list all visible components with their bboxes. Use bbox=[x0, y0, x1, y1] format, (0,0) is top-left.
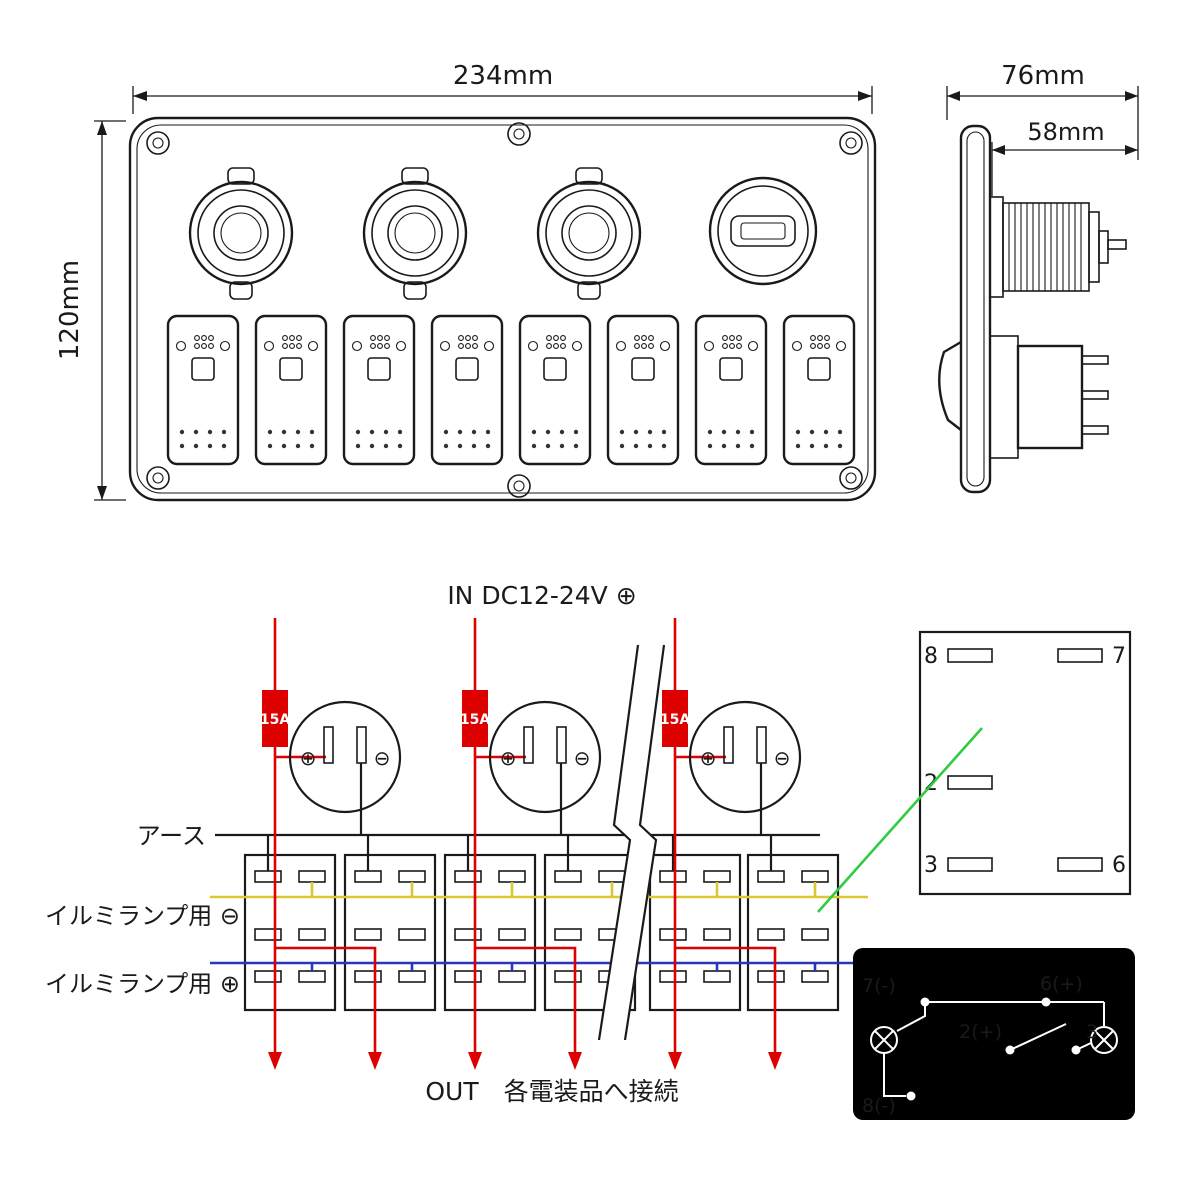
dimension-panel-width: 234mm bbox=[132, 61, 873, 114]
rocker-switch-5 bbox=[518, 314, 592, 466]
switch-back-2 bbox=[343, 853, 437, 1012]
circuit-pin-2-label: 2(+) bbox=[959, 1021, 1002, 1043]
rocker-switch-4 bbox=[430, 314, 504, 466]
depth-body-label: 58mm bbox=[1027, 118, 1104, 146]
rocker-switch-7 bbox=[694, 314, 768, 466]
pin-slot-8 bbox=[947, 648, 993, 663]
terminal-dot-2 bbox=[1005, 1045, 1015, 1055]
rocker-switch-3 bbox=[342, 314, 416, 466]
output-arrow-6 bbox=[766, 1010, 784, 1072]
socket-side-view bbox=[989, 196, 1127, 298]
panel-inner-outline bbox=[136, 124, 869, 494]
voltmeter bbox=[708, 176, 818, 286]
fuse-1 bbox=[259, 690, 291, 747]
rocker-switch-1 bbox=[166, 314, 240, 466]
socket-back-3 bbox=[688, 700, 802, 814]
screw-bottom-left bbox=[146, 466, 170, 490]
screw-top-right bbox=[839, 131, 863, 155]
pinout-outline bbox=[918, 630, 1132, 896]
switch-pin-2 bbox=[1081, 390, 1109, 400]
switch-pin-3 bbox=[1081, 425, 1109, 435]
dimension-panel-height: 120mm bbox=[55, 120, 126, 501]
pointer-line bbox=[817, 727, 983, 913]
output-arrow-4 bbox=[566, 1010, 584, 1072]
switch-back-3 bbox=[443, 853, 537, 1012]
illumination-negative-bus bbox=[210, 882, 868, 899]
screw-top-center bbox=[507, 122, 531, 146]
panel-outline bbox=[128, 116, 877, 502]
screw-bottom-right bbox=[839, 466, 863, 490]
ground-bus bbox=[215, 763, 820, 871]
rocker-switch-6 bbox=[606, 314, 680, 466]
depth-total-label: 76mm bbox=[1001, 61, 1085, 91]
switch-back-5 bbox=[648, 853, 742, 1012]
illumination-positive-label: イルミランプ用 ⊕ bbox=[45, 970, 240, 998]
rocker-switch-side-view bbox=[937, 335, 1109, 459]
illumination-negative-label: イルミランプ用 ⊖ bbox=[45, 902, 240, 930]
panel-front-view bbox=[128, 116, 877, 502]
output-label: OUT 各電装品へ接続 bbox=[425, 1077, 678, 1106]
pin-7-label: 7 bbox=[1112, 644, 1126, 669]
output-arrow-3 bbox=[466, 1010, 484, 1072]
pin-3-label: 3 bbox=[924, 853, 938, 878]
dimension-depth-total: 76mm bbox=[946, 61, 1139, 160]
rocker-actuator bbox=[937, 340, 962, 431]
pin-6-label: 6 bbox=[1112, 853, 1126, 878]
power-wiring-group-1 bbox=[273, 618, 377, 1012]
fuse-2 bbox=[459, 690, 491, 747]
panel-height-label: 120mm bbox=[55, 260, 85, 360]
socket-terminal bbox=[1098, 230, 1109, 264]
socket-back-1 bbox=[288, 700, 402, 814]
rocker-switch-8 bbox=[782, 314, 856, 466]
voltmeter-display bbox=[730, 215, 796, 247]
internal-circuit-diagram: 7(-) 6(+) 2(+) 3 8(-) bbox=[853, 948, 1135, 1120]
socket-back-2 bbox=[488, 700, 602, 814]
output-arrow-1 bbox=[266, 1010, 284, 1072]
input-voltage-label: IN DC12-24V ⊕ bbox=[447, 581, 636, 610]
circuit-pin-7-label: 7(-) bbox=[862, 975, 896, 997]
switch-bezel bbox=[989, 335, 1019, 459]
screw-top-left bbox=[146, 131, 170, 155]
screw-bottom-center bbox=[507, 474, 531, 498]
switch-back-6 bbox=[746, 853, 840, 1012]
circuit-box bbox=[853, 948, 1135, 1120]
terminal-dot-8 bbox=[906, 1091, 916, 1101]
switch-body bbox=[1016, 344, 1084, 450]
circuit-pin-3-label: 3 bbox=[1086, 1021, 1098, 1043]
power-socket-2 bbox=[362, 166, 468, 301]
fuse-3 bbox=[659, 690, 691, 747]
pin-8-label: 8 bbox=[924, 644, 938, 669]
output-arrow-5 bbox=[666, 1010, 684, 1072]
power-socket-3 bbox=[536, 166, 642, 301]
pin-slot-6 bbox=[1057, 857, 1103, 872]
rocker-switch-2 bbox=[254, 314, 328, 466]
pin-slot-2 bbox=[947, 775, 993, 790]
socket-terminal-blade bbox=[1107, 239, 1127, 250]
switch-pin-1 bbox=[1081, 355, 1109, 365]
terminal-dot-6 bbox=[1041, 997, 1051, 1007]
dimension-depth-body: 58mm bbox=[991, 118, 1138, 196]
switch-blade bbox=[1009, 1023, 1067, 1051]
circuit-pin-8-label: 8(-) bbox=[862, 1095, 896, 1117]
terminal-dot-3 bbox=[1071, 1045, 1081, 1055]
panel-side-view bbox=[937, 124, 1127, 494]
switch-back-1 bbox=[243, 853, 337, 1012]
output-arrow-2 bbox=[366, 1010, 384, 1072]
mounting-plate bbox=[959, 124, 992, 494]
ground-label: アース bbox=[137, 822, 206, 850]
circuit-pin-6-label: 6(+) bbox=[1040, 973, 1083, 995]
panel-width-label: 234mm bbox=[453, 61, 553, 91]
pin-slot-7 bbox=[1057, 648, 1103, 663]
terminal-dot-7 bbox=[920, 997, 930, 1007]
power-socket-1 bbox=[188, 166, 294, 301]
break-lines bbox=[597, 644, 666, 1041]
pin-slot-3 bbox=[947, 857, 993, 872]
